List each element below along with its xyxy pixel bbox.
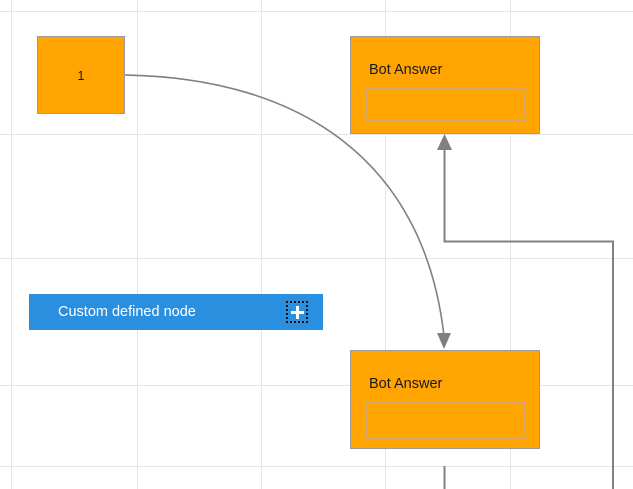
custom-defined-node[interactable]: Custom defined node	[29, 294, 323, 330]
node-bot-answer-bottom-field[interactable]	[366, 402, 525, 439]
plus-icon[interactable]	[286, 301, 308, 323]
node-bot-answer-bottom[interactable]: Bot Answer	[350, 350, 540, 449]
node-bot-answer-top[interactable]: Bot Answer	[350, 36, 540, 134]
node-bot-answer-top-title: Bot Answer	[369, 62, 443, 78]
node-bot-answer-top-field[interactable]	[366, 88, 525, 121]
node-bot-answer-bottom-title: Bot Answer	[369, 376, 443, 392]
custom-defined-node-label: Custom defined node	[58, 303, 196, 320]
node-1[interactable]: 1	[37, 36, 125, 114]
plus-glyph	[290, 305, 304, 319]
node-1-label: 1	[77, 67, 85, 83]
